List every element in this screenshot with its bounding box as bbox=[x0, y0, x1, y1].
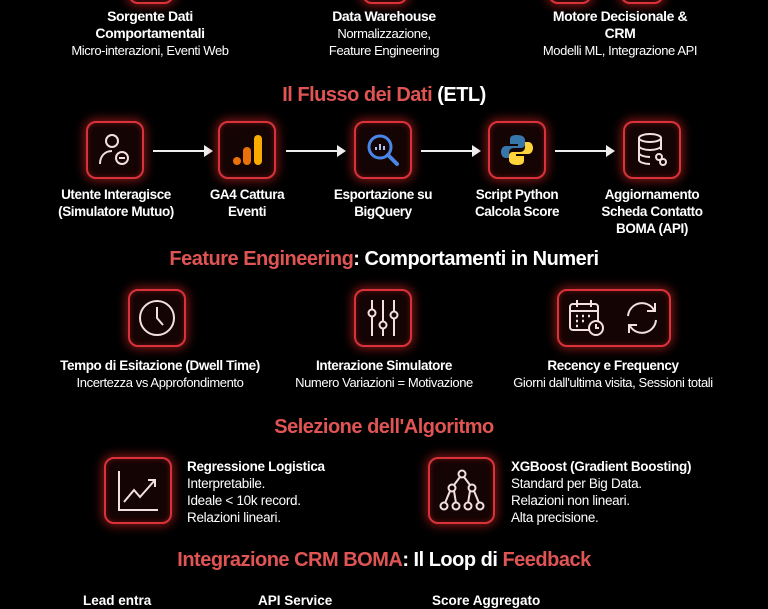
algo-logistic-box bbox=[104, 457, 172, 524]
top-engine-caption: Motore Decisionale & CRM Modelli ML, Int… bbox=[542, 8, 698, 59]
algo-logistic-text: Regressione Logistica Interpretabile. Id… bbox=[187, 458, 325, 526]
etl-label-bigquery-1: Esportazione su bbox=[333, 187, 433, 202]
top-warehouse-subtitle-1: Normalizzazione, bbox=[337, 26, 431, 41]
etl-arrow-4 bbox=[555, 145, 615, 157]
top-source-title-1: Sorgente Dati bbox=[107, 8, 193, 24]
features-title-red: Feature Engineering bbox=[169, 248, 354, 270]
bigquery-icon bbox=[367, 134, 399, 166]
etl-arrow-1 bbox=[153, 145, 213, 157]
sliders-icon bbox=[367, 300, 399, 336]
top-engine-title-2: CRM bbox=[604, 25, 636, 41]
crm-title-red-1: Integrazione CRM BOMA bbox=[177, 549, 403, 571]
trend-chart-icon bbox=[118, 470, 158, 511]
etl-label-user: Utente Interagisce (Simulatore Mutuo) bbox=[58, 186, 174, 220]
etl-step-python bbox=[488, 121, 546, 179]
etl-arrow-2 bbox=[286, 145, 346, 157]
tree-icon bbox=[439, 469, 484, 510]
top-warehouse-title: Data Warehouse bbox=[332, 8, 436, 24]
top-source-title-2: Comportamentali bbox=[95, 25, 205, 41]
algo-xgboost-line-3: Alta precisione. bbox=[511, 510, 599, 525]
crm-title: Integrazione CRM BOMA: Il Loop di Feedba… bbox=[177, 549, 591, 572]
crm-title-red-2: Feedback bbox=[502, 549, 591, 571]
user-icon bbox=[99, 134, 129, 165]
etl-label-database-2: Scheda Contatto bbox=[601, 204, 703, 219]
refresh-icon bbox=[627, 302, 657, 334]
top-engine-subtitle: Modelli ML, Integrazione API bbox=[542, 43, 698, 58]
feature-simulator-subtitle: Numero Variazioni = Motivazione bbox=[295, 375, 473, 390]
ga4-analytics-icon bbox=[233, 135, 262, 165]
algo-xgboost-line-2: Relazioni non lineari. bbox=[511, 493, 630, 508]
etl-label-python-2: Calcola Score bbox=[474, 204, 560, 219]
top-box-source bbox=[128, 0, 174, 4]
calendar-clock-icon bbox=[569, 300, 604, 336]
top-warehouse-subtitle-2: Feature Engineering bbox=[328, 43, 440, 58]
feature-recency-title: Recency e Frequency bbox=[547, 358, 679, 373]
top-box-engine-1 bbox=[548, 0, 592, 4]
features-title: Feature Engineering: Comportamenti in Nu… bbox=[169, 248, 599, 271]
algo-logistic-line-2: Ideale < 10k record. bbox=[187, 493, 301, 508]
etl-title: Il Flusso dei Dati (ETL) bbox=[282, 84, 486, 107]
algo-logistic-line-3: Relazioni lineari. bbox=[187, 510, 281, 525]
clock-icon bbox=[139, 300, 175, 336]
etl-label-database-3: BOMA (API) bbox=[615, 221, 688, 236]
etl-label-ga4-1: GA4 Cattura bbox=[209, 187, 285, 202]
crm-item-api: API Service bbox=[258, 593, 333, 608]
top-warehouse-caption: Data Warehouse Normalizzazione, Feature … bbox=[328, 8, 440, 59]
etl-label-user-1: Utente Interagisce bbox=[61, 187, 171, 202]
etl-label-user-2: (Simulatore Mutuo) bbox=[58, 204, 174, 219]
algo-xgboost-title: XGBoost (Gradient Boosting) bbox=[511, 459, 692, 474]
etl-arrow-3 bbox=[421, 145, 481, 157]
feature-dwell-caption: Tempo di Esitazione (Dwell Time) Incertez… bbox=[60, 357, 260, 391]
crm-item-lead: Lead entra bbox=[83, 593, 152, 608]
top-source-caption: Sorgente Dati Comportamentali Micro-inte… bbox=[71, 8, 229, 59]
feature-dwell-title: Tempo di Esitazione (Dwell Time) bbox=[60, 358, 260, 373]
feature-dwell-subtitle: Incertezza vs Approfondimento bbox=[76, 375, 244, 390]
algo-logistic-line-1: Interpretabile. bbox=[187, 476, 266, 491]
algo-logistic-title: Regressione Logistica bbox=[187, 459, 325, 474]
etl-label-python-1: Script Python bbox=[475, 187, 559, 202]
etl-step-ga4 bbox=[218, 121, 276, 179]
etl-title-white: (ETL) bbox=[437, 84, 486, 106]
features-title-white: : Comportamenti in Numeri bbox=[353, 248, 599, 270]
database-link-icon bbox=[638, 133, 667, 166]
feature-simulator-title: Interazione Simulatore bbox=[316, 358, 452, 373]
python-icon bbox=[501, 135, 533, 165]
top-engine-title-1: Motore Decisionale & bbox=[552, 8, 688, 24]
feature-recency-subtitle: Giorni dall'ultima visita, Sessioni tota… bbox=[513, 375, 713, 390]
top-box-engine-2 bbox=[620, 0, 664, 4]
algo-xgboost-line-1: Standard per Big Data. bbox=[511, 476, 642, 491]
etl-title-red: Il Flusso dei Dati bbox=[282, 84, 433, 106]
algo-xgboost-box bbox=[428, 457, 495, 524]
feature-dwell-box bbox=[128, 289, 186, 347]
crm-item-score: Score Aggregato bbox=[432, 593, 541, 608]
crm-title-white: : Il Loop di bbox=[402, 549, 503, 571]
top-box-warehouse bbox=[362, 0, 408, 4]
top-source-subtitle: Micro-interazioni, Eventi Web bbox=[71, 43, 229, 58]
etl-step-database bbox=[623, 121, 681, 179]
algorithms-title: Selezione dell'Algoritmo bbox=[274, 416, 494, 438]
etl-label-bigquery-2: BigQuery bbox=[354, 204, 412, 219]
etl-label-database-1: Aggiornamento bbox=[604, 187, 700, 202]
feature-recency-box bbox=[557, 289, 671, 347]
feature-simulator-box bbox=[354, 289, 412, 347]
etl-step-user bbox=[86, 121, 144, 179]
etl-step-bigquery bbox=[354, 121, 412, 179]
algo-xgboost-text: XGBoost (Gradient Boosting) Standard per… bbox=[511, 458, 691, 526]
etl-label-ga4-2: Eventi bbox=[227, 204, 267, 219]
etl-label-bigquery: Esportazione su BigQuery bbox=[333, 186, 433, 220]
